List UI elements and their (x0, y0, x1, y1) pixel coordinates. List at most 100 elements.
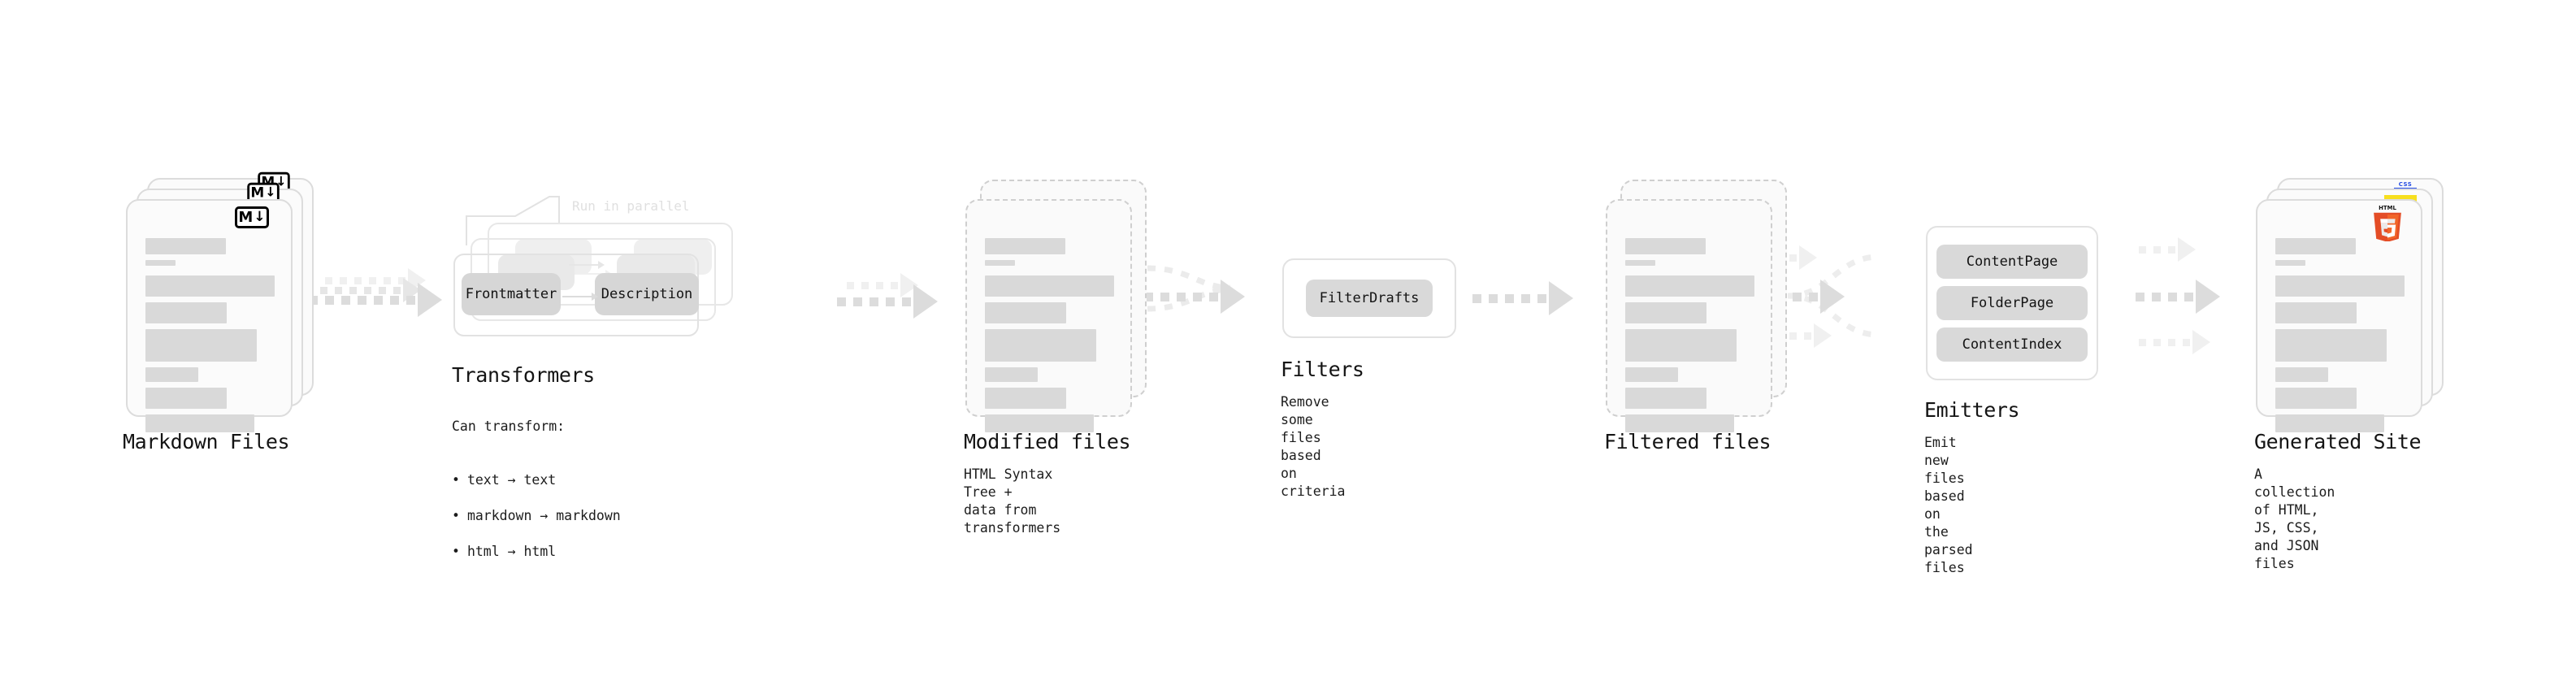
stage-generated-site: CSS HTML Generated Site A collection of … (2254, 178, 2444, 571)
transformer-connector (562, 293, 598, 301)
stage-title-filtered-files: Filtered files (1604, 430, 1772, 453)
skeleton-bar (145, 275, 275, 297)
stage-desc-generated-site: A collection of HTML, JS, CSS, and JSON … (2254, 466, 2335, 571)
arrow-line (837, 284, 938, 319)
stage-desc-transformers: Can transform: text → text markdown → ma… (452, 400, 621, 596)
markdown-badge-arrow-icon: ↓ (254, 209, 266, 225)
stage-title-markdown-files: Markdown Files (123, 430, 290, 453)
arrow-dots (1144, 292, 1218, 301)
skeleton-bar (2275, 238, 2356, 254)
skeleton-bar (1625, 238, 1706, 254)
skeleton-bar (985, 302, 1067, 323)
transformers-bullet: markdown → markdown (452, 507, 621, 525)
svg-text:HTML: HTML (2379, 205, 2396, 211)
skeleton-bar (985, 275, 1114, 297)
skeleton-bar (1625, 260, 1655, 266)
arrow-line (309, 283, 442, 317)
skeleton-bar (985, 238, 1065, 254)
skeleton-bar (2275, 302, 2357, 323)
transformers-bullet: text → text (452, 471, 621, 489)
arrow-head-icon (913, 284, 938, 319)
filters-group-box: FilterDrafts (1282, 258, 1456, 338)
html5-shield-svg: HTML (2374, 205, 2401, 242)
fanout-lines (1787, 254, 1880, 338)
skeleton-bar (1625, 414, 1734, 432)
arrow-head-icon (2196, 280, 2220, 314)
transformers-desc-intro: Can transform: (452, 419, 566, 434)
markdown-card-front (126, 199, 293, 432)
filtered-card-skeleton (1625, 238, 1754, 432)
css-badge-label: CSS (2398, 181, 2413, 188)
markdown-badge-arrow-icon: ↓ (265, 184, 276, 201)
arrow-dots (309, 295, 415, 305)
skeleton-bar (145, 414, 254, 432)
stage-desc-filters: Remove some files based on criteria (1281, 394, 1346, 499)
skeleton-bar (1625, 367, 1679, 382)
markdown-card-skeleton (145, 238, 275, 432)
arrow-head-icon (2178, 237, 2196, 262)
parallel-leader-line (466, 196, 560, 245)
skeleton-bar (985, 414, 1094, 432)
skeleton-bar (985, 367, 1039, 382)
emitter-pill-contentindex[interactable]: ContentIndex (1936, 327, 2088, 362)
arrow-head-icon (418, 283, 442, 317)
stage-desc-modified-files: HTML Syntax Tree + data from transformer… (964, 466, 1061, 536)
arrow-dots (1472, 293, 1546, 303)
arrow-dots (2136, 292, 2193, 301)
transformer-connector (569, 261, 605, 269)
arrow-line (1472, 281, 1573, 315)
skeleton-bar (1625, 388, 1707, 409)
arrow-head-icon (1549, 281, 1573, 315)
transformer-pill-description[interactable]: Description (595, 273, 699, 315)
arrow-dots (847, 281, 898, 289)
markdown-badge-letter: M (238, 208, 254, 226)
modified-card-skeleton (985, 238, 1114, 432)
skeleton-bar (1625, 275, 1754, 297)
modified-card-front (965, 199, 1132, 432)
arrow-head-icon (1221, 280, 1245, 314)
skeleton-bar (1625, 329, 1737, 362)
transformer-pill-frontmatter[interactable]: Frontmatter (462, 273, 561, 315)
skeleton-bar (145, 329, 257, 362)
skeleton-bar (145, 238, 226, 254)
site-card-stack: CSS HTML (2256, 178, 2444, 432)
skeleton-bar (2275, 388, 2357, 409)
filter-pill-filterdrafts[interactable]: FilterDrafts (1306, 280, 1433, 317)
emitters-group-box: ContentPage FolderPage ContentIndex (1926, 226, 2098, 380)
stage-desc-emitters: Emit new files based on the parsed files (1924, 435, 1973, 575)
skeleton-bar (2275, 275, 2405, 297)
markdown-badge-letter: M (250, 184, 265, 201)
stage-title-generated-site: Generated Site (2254, 430, 2422, 453)
skeleton-bar (2275, 367, 2329, 382)
skeleton-bar (145, 260, 176, 266)
arrow-line (2139, 237, 2196, 262)
skeleton-bar (145, 367, 199, 382)
emitter-pill-folderpage[interactable]: FolderPage (1936, 286, 2088, 320)
transformers-bullet: html → html (452, 543, 621, 561)
arrow-dots (2139, 245, 2175, 254)
transformers-bullet-list: text → text markdown → markdown html → h… (452, 453, 621, 579)
emitter-pill-contentpage[interactable]: ContentPage (1936, 245, 2088, 279)
skeleton-bar (985, 260, 1015, 266)
stage-title-modified-files: Modified files (964, 430, 1131, 453)
stage-title-filters: Filters (1281, 358, 1364, 381)
arrow-head-icon (1799, 245, 1817, 270)
skeleton-bar (145, 302, 228, 323)
html5-badge-icon: HTML (2371, 204, 2404, 242)
transformer-frame-1: Frontmatter Description (453, 254, 699, 336)
markdown-badge-icon: M↓ (235, 206, 269, 228)
arrow-line (2139, 330, 2210, 354)
arrow-head-icon (1814, 323, 1832, 348)
parallel-note-label: Run in parallel (572, 198, 690, 214)
arrow-line (1144, 280, 1245, 314)
arrow-dots (2139, 338, 2190, 346)
stage-title-transformers: Transformers (452, 363, 595, 387)
arrow-dots (837, 297, 911, 306)
stage-title-emitters: Emitters (1924, 398, 2020, 422)
skeleton-bar (2275, 260, 2305, 266)
skeleton-bar (985, 329, 1096, 362)
skeleton-bar (985, 388, 1067, 409)
arrow-dots (320, 286, 401, 294)
site-card-skeleton (2275, 238, 2405, 432)
